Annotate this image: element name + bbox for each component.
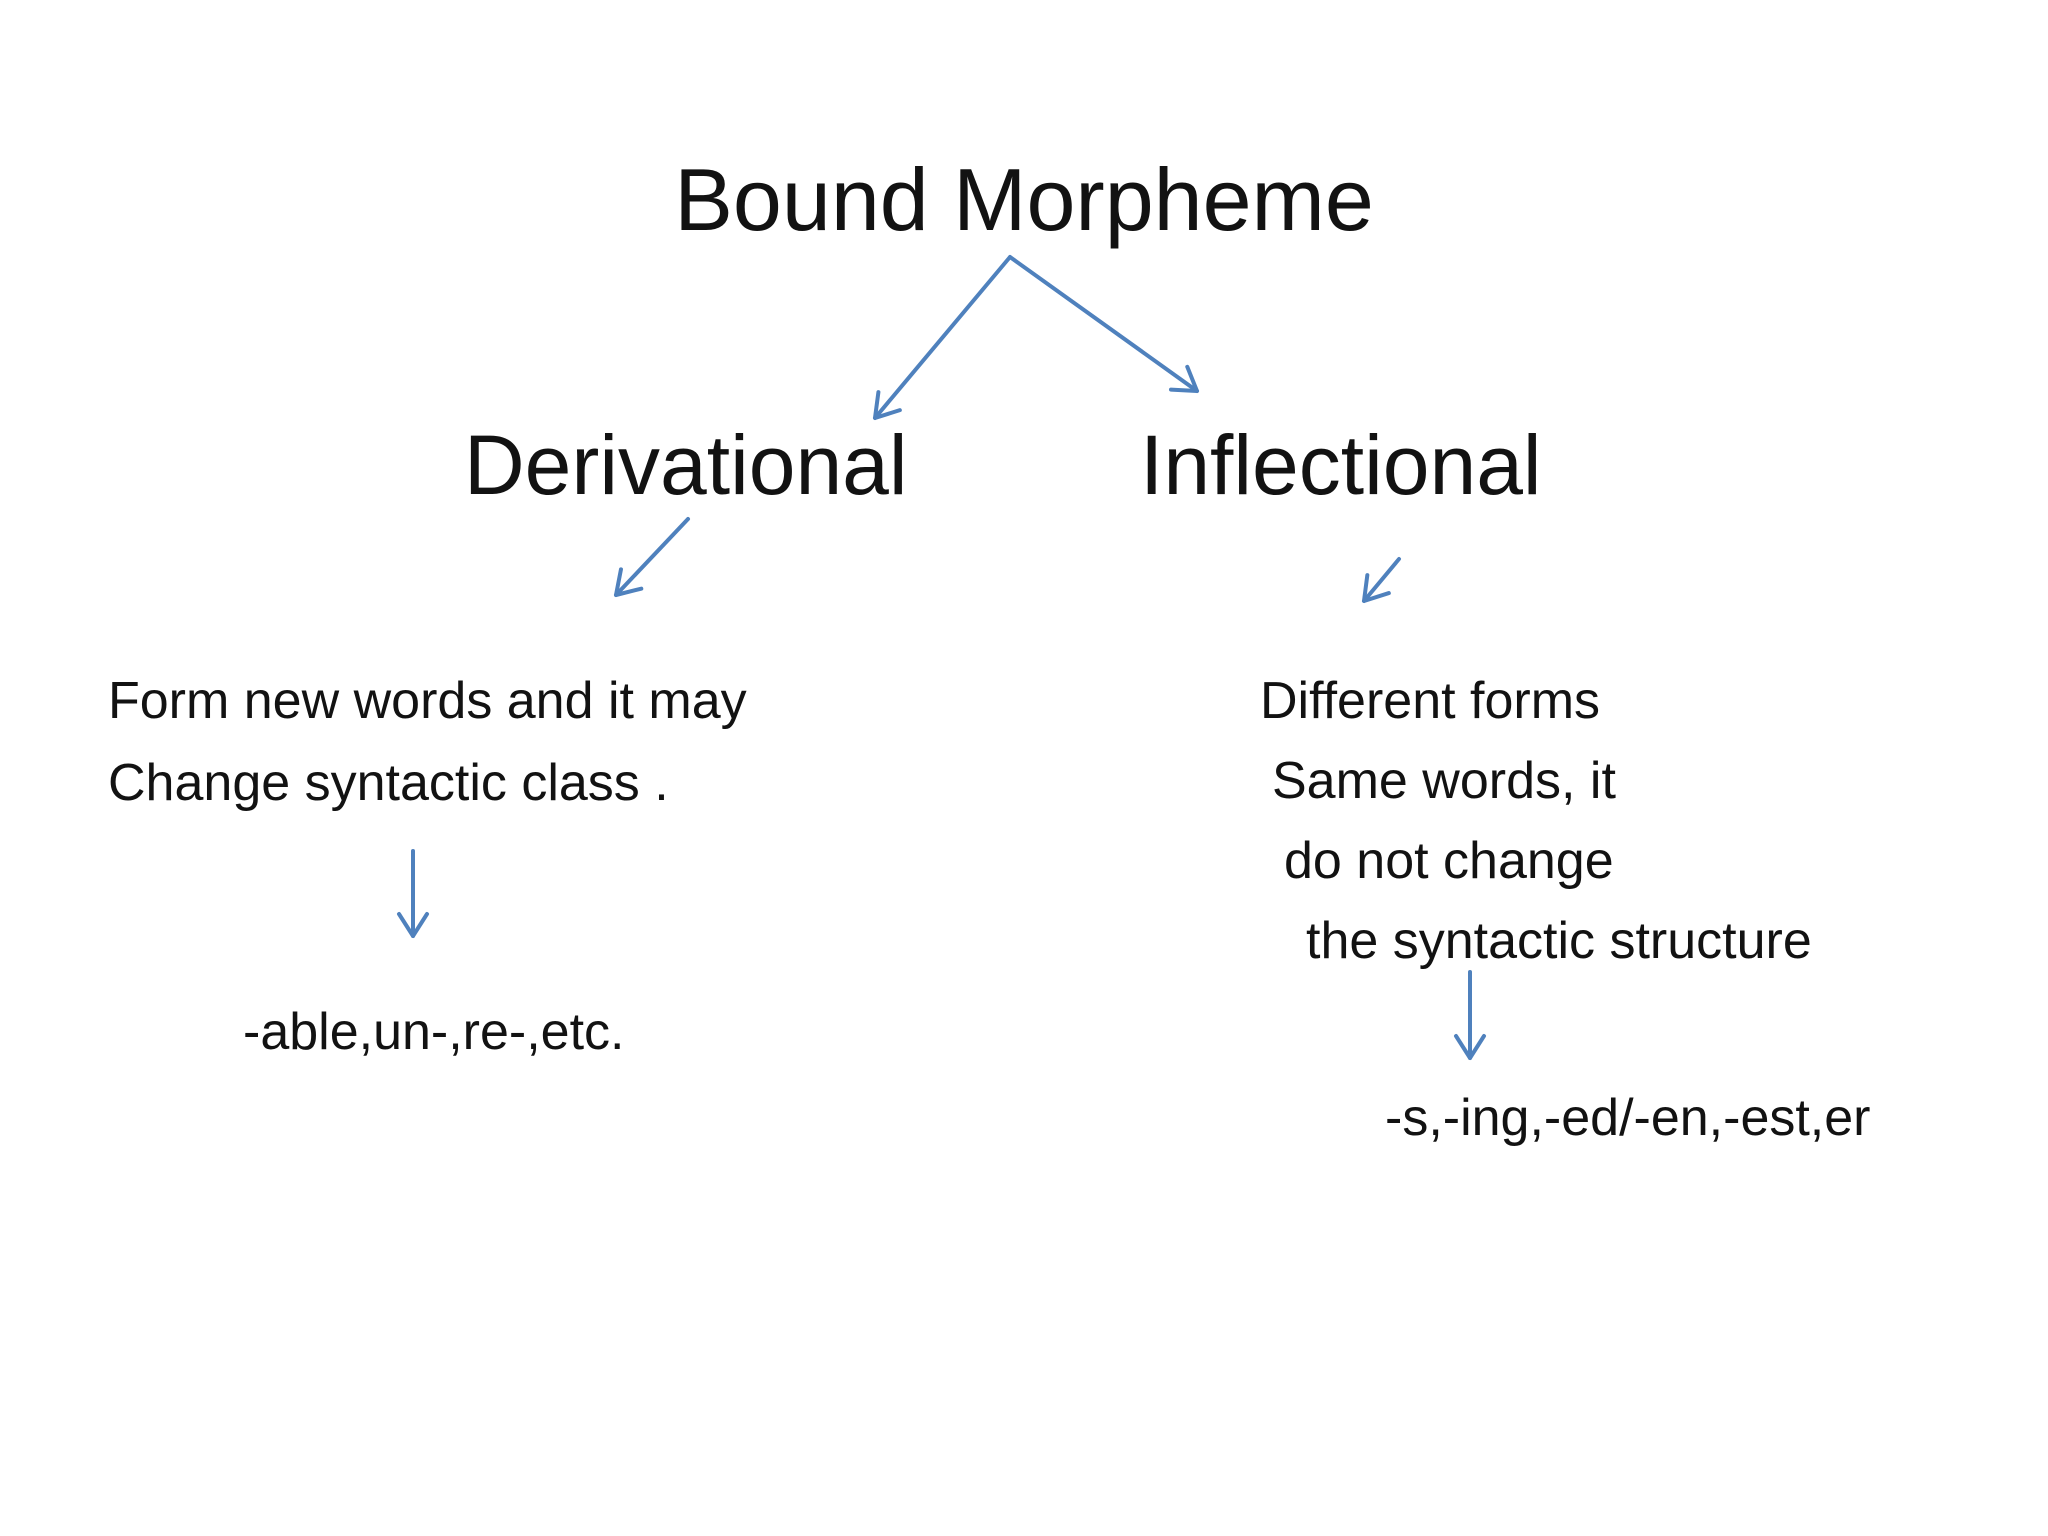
branch-label-inflectional: Inflectional <box>1140 418 1542 512</box>
inflectional-description: Different forms Same words, it do not ch… <box>1260 661 1812 981</box>
inflectional-description-line-4: the syntactic structure <box>1306 912 1812 970</box>
arrow-root-to-derivational <box>873 255 1012 420</box>
derivational-description-line-2: Change syntactic class . <box>108 754 669 812</box>
inflectional-description-line-2: Same words, it <box>1272 752 1616 810</box>
arrow-inflectional-to-description <box>1362 557 1401 603</box>
arrow-derivational-to-description <box>614 517 690 597</box>
inflectional-examples: -s,-ing,-ed/-en,-est,er <box>1385 1089 1871 1147</box>
branch-label-derivational: Derivational <box>464 418 908 512</box>
derivational-examples: -able,un-,re-,etc. <box>243 1003 625 1061</box>
root-node-label: Bound Morpheme <box>674 150 1374 249</box>
derivational-description-line-1: Form new words and it may <box>108 672 747 730</box>
derivational-description: Form new words and it may Change syntact… <box>108 660 747 824</box>
inflectional-description-line-3: do not change <box>1284 832 1614 890</box>
inflectional-description-line-1: Different forms <box>1260 672 1601 730</box>
arrow-root-to-inflectional <box>1008 255 1199 393</box>
